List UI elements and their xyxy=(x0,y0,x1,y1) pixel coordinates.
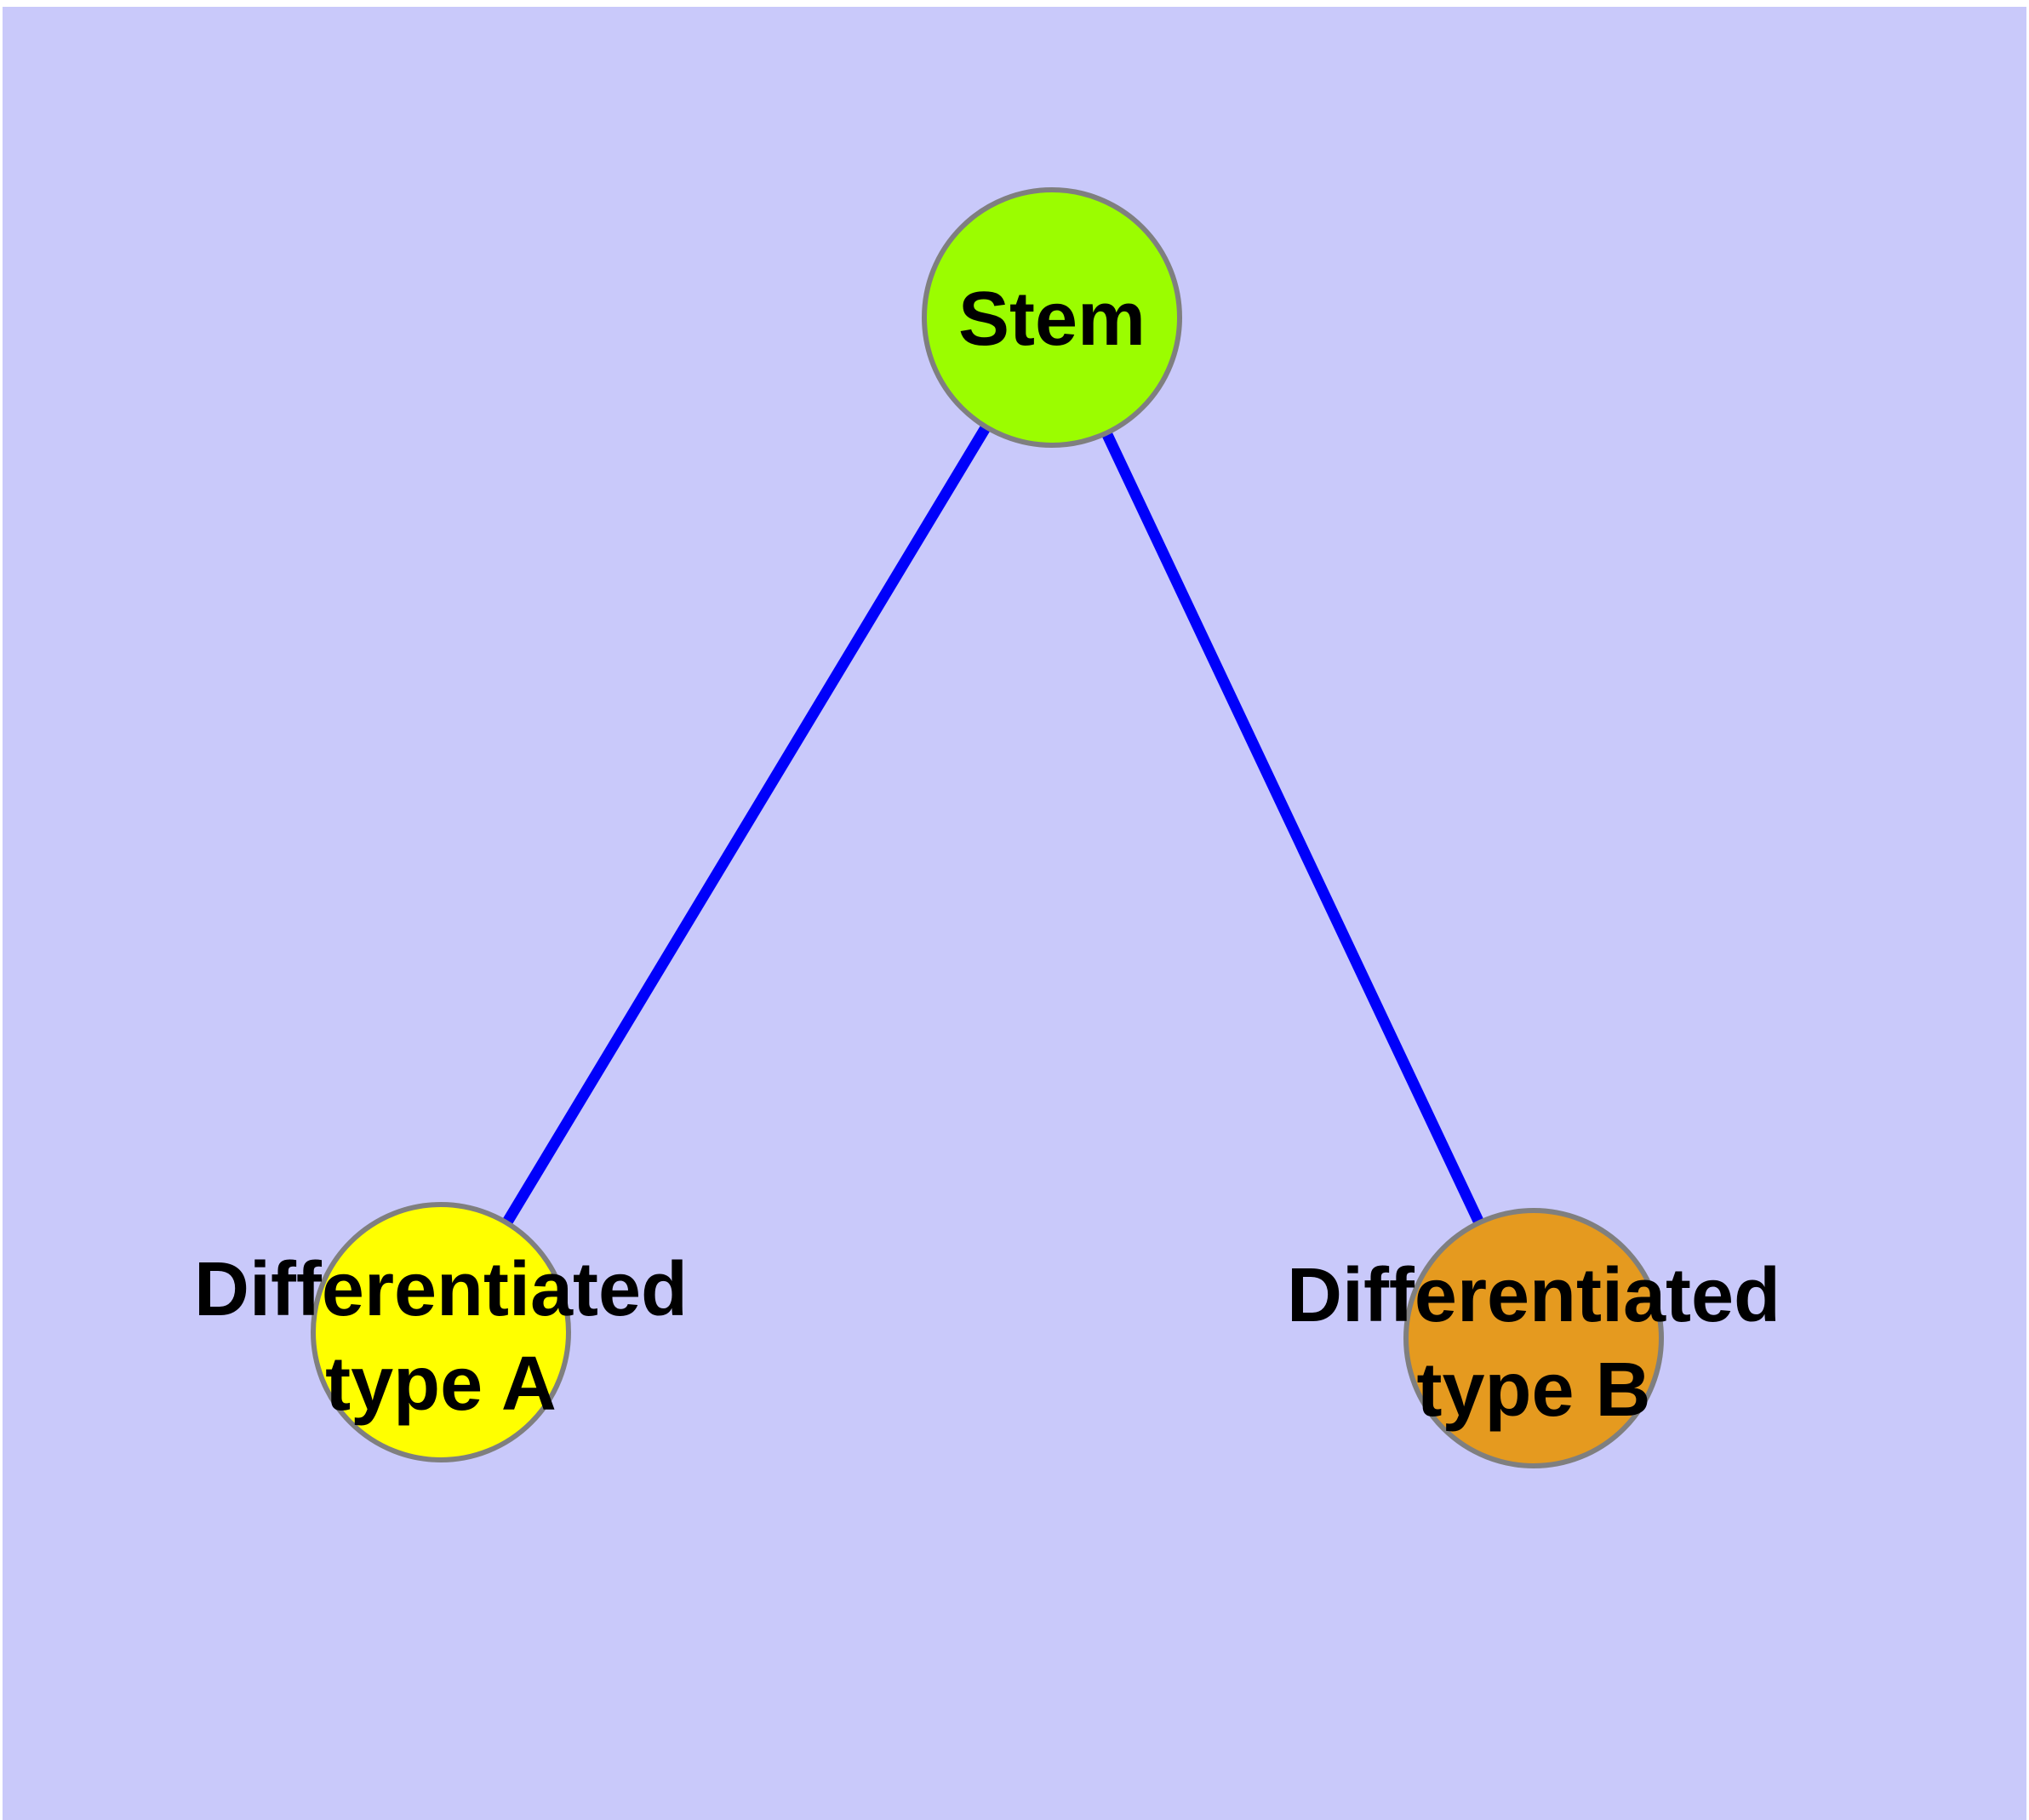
node-type-b-label-line1: Differentiated xyxy=(1287,1253,1780,1338)
node-differentiated-type-b xyxy=(1403,1208,1664,1468)
node-stem-label: Stem xyxy=(958,277,1146,362)
node-differentiated-type-a xyxy=(311,1202,571,1462)
node-type-a-label-line2: type A xyxy=(325,1342,557,1427)
node-type-b-label-line2: type B xyxy=(1416,1348,1650,1433)
edge-stem-to-type-a xyxy=(436,314,1057,1336)
node-stem xyxy=(922,187,1182,448)
edge-stem-to-type-b xyxy=(1047,315,1539,1341)
node-type-a-label-line1: Differentiated xyxy=(194,1247,688,1332)
